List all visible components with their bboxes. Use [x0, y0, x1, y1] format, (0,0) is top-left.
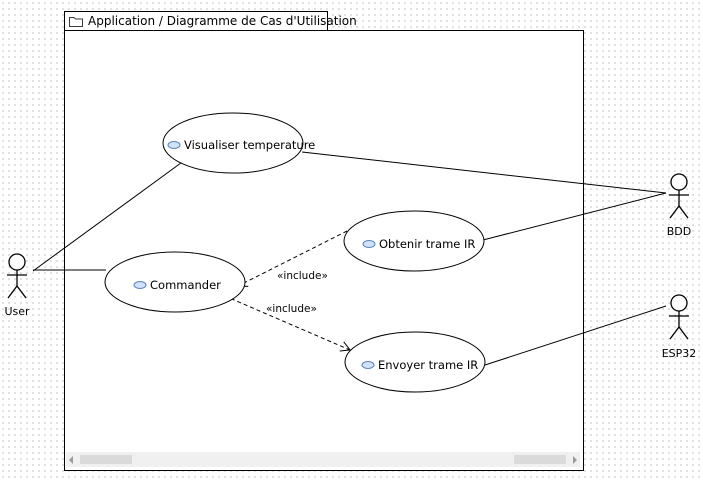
usecase-icon — [362, 240, 376, 248]
scroll-left-arrow-icon[interactable] — [69, 456, 73, 464]
usecase-label: Envoyer trame IR — [378, 358, 478, 372]
include-label: «include» — [277, 270, 328, 282]
association-visualiser-bdd[interactable] — [301, 151, 667, 194]
usecase-label: Obtenir trame IR — [379, 237, 475, 251]
actor-label: User — [4, 305, 30, 318]
actor-label: ESP32 — [662, 347, 697, 360]
usecase-envoyer-trame-ir[interactable]: Envoyer trame IR — [344, 331, 486, 393]
association-obtenir-bdd[interactable] — [482, 192, 667, 241]
scrollbar-thumb[interactable] — [514, 455, 566, 464]
include-arrow-obtenir[interactable] — [237, 230, 348, 287]
usecase-obtenir-trame-ir[interactable]: Obtenir trame IR — [343, 210, 485, 272]
package-title: Application / Diagramme de Cas d'Utilisa… — [88, 14, 357, 28]
actor-figure-icon — [670, 173, 688, 191]
actor-bdd[interactable] — [669, 173, 689, 219]
actor-figure-icon — [670, 294, 688, 312]
actor-figure-icon — [8, 253, 26, 271]
actor-label: BDD — [667, 225, 692, 238]
usecase-label: Commander — [150, 278, 221, 292]
usecase-visualiser-temperature[interactable]: Visualiser temperature — [162, 112, 315, 174]
folder-icon — [69, 16, 83, 27]
horizontal-scrollbar[interactable] — [66, 452, 580, 467]
include-label: «include» — [266, 303, 317, 315]
actor-esp32[interactable] — [669, 294, 689, 340]
scrollbar-thumb[interactable] — [80, 455, 132, 464]
actor-user[interactable] — [7, 253, 27, 299]
scroll-right-arrow-icon[interactable] — [573, 456, 577, 464]
include-arrow-envoyer[interactable] — [217, 292, 351, 352]
usecase-icon — [167, 141, 181, 149]
usecase-icon — [133, 281, 147, 289]
usecase-icon — [361, 361, 375, 369]
usecase-commander[interactable]: Commander — [104, 251, 246, 313]
usecase-label: Visualiser temperature — [184, 138, 315, 152]
association-user-visualiser[interactable] — [32, 159, 186, 272]
package-frame — [64, 30, 584, 471]
association-envoyer-esp32[interactable] — [484, 305, 667, 366]
